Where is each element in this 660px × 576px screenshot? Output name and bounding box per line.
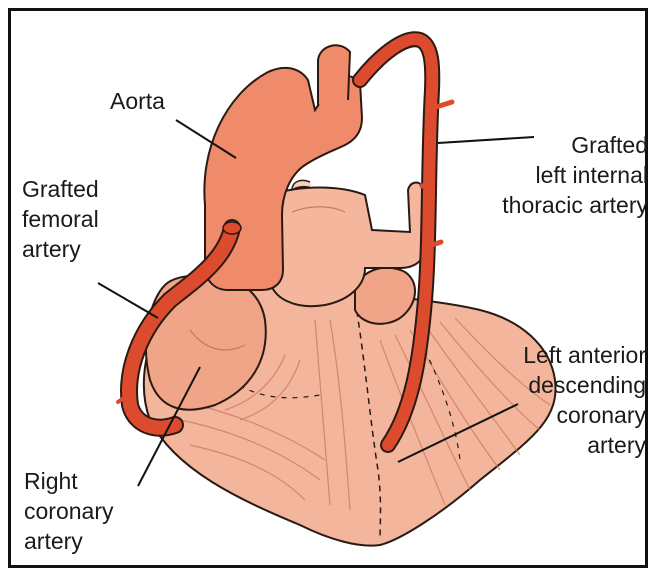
label-femoral-line-2: femoral (22, 204, 99, 234)
label-rca-line-3: artery (24, 526, 113, 556)
label-femoral-artery: Grafted femoral artery (22, 174, 99, 264)
label-rca-line-1: Right (24, 466, 113, 496)
label-thoracic-artery: Grafted left internal thoracic artery (502, 130, 648, 220)
label-lad-line-2: descending (523, 370, 646, 400)
label-lad-artery: Left anterior descending coronary artery (523, 340, 646, 460)
label-lad-line-1: Left anterior (523, 340, 646, 370)
label-right-coronary-artery: Right coronary artery (24, 466, 113, 556)
label-aorta: Aorta (110, 86, 165, 116)
label-thoracic-line-3: thoracic artery (502, 190, 648, 220)
label-thoracic-line-2: left internal (502, 160, 648, 190)
label-femoral-line-3: artery (22, 234, 99, 264)
label-rca-line-2: coronary (24, 496, 113, 526)
leader-femoral (98, 283, 158, 318)
label-femoral-line-1: Grafted (22, 174, 99, 204)
label-lad-line-4: artery (523, 430, 646, 460)
label-thoracic-line-1: Grafted (502, 130, 648, 160)
label-lad-line-3: coronary (523, 400, 646, 430)
